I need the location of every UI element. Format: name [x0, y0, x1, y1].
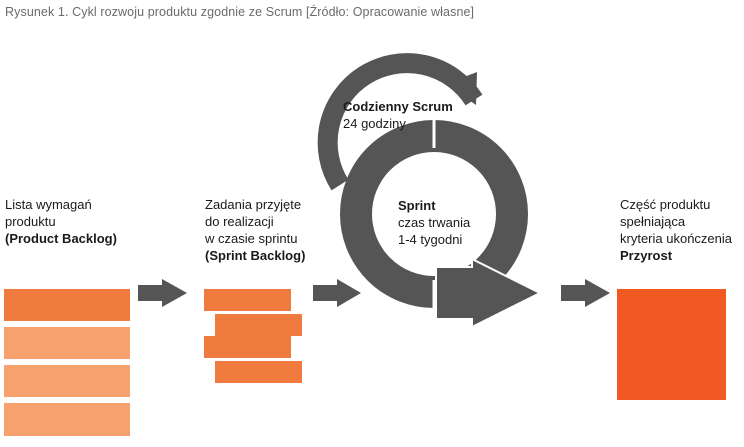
increment-line2: spełniająca: [620, 214, 686, 229]
flow-arrow-icon: [138, 279, 187, 307]
loop-arrowhead-icon: [446, 72, 477, 105]
daily-scrum-duration: 24 godziny: [343, 116, 406, 131]
backlog-item: [4, 403, 130, 436]
sprint-backlog-item: [204, 336, 291, 358]
sprint-backlog-stack: [204, 289, 302, 383]
sprint-backlog-line3: w czasie sprintu: [205, 231, 298, 246]
backlog-item: [4, 289, 130, 321]
sprint-title: Sprint: [398, 198, 436, 213]
increment-box: [617, 289, 726, 400]
sprint-backlog-item: [215, 314, 302, 336]
daily-scrum-label: Codzienny Scrum 24 godziny: [343, 98, 453, 132]
figure-caption: Rysunek 1. Cykl rozwoju produktu zgodnie…: [5, 5, 475, 19]
sprint-label: Sprint czas trwania 1-4 tygodni: [384, 197, 484, 248]
product-backlog-line1: Lista wymagań: [5, 197, 92, 212]
increment-line1: Część produktu: [620, 197, 711, 212]
sprint-ring: [340, 120, 528, 308]
product-backlog-title: (Product Backlog): [5, 231, 117, 246]
sprint-backlog-item: [215, 361, 302, 383]
sprint-backlog-line1: Zadania przyjęte: [205, 197, 302, 212]
product-backlog-line2: produktu: [5, 214, 56, 229]
sprint-backlog-line2: do realizacji: [205, 214, 274, 229]
increment-line3: kryteria ukończenia: [620, 231, 732, 246]
sprint-backlog-item: [204, 289, 291, 311]
daily-scrum-title: Codzienny Scrum: [343, 99, 453, 114]
daily-scrum-loop: [317, 53, 483, 191]
backlog-item: [4, 365, 130, 397]
flow-arrow-icon: [561, 279, 610, 307]
sprint-output-arrow-icon: [435, 257, 543, 329]
product-backlog-label: Lista wymagań produktu (Product Backlog): [5, 196, 117, 247]
increment-title: Przyrost: [620, 248, 673, 263]
product-backlog-stack: [4, 289, 130, 436]
sprint-backlog-label: Zadania przyjęte do realizacji w czasie …: [205, 196, 305, 264]
flow-arrow-icon: [313, 279, 361, 307]
increment-label: Część produktu spełniająca kryteria ukoń…: [620, 196, 732, 264]
sprint-duration-label: czas trwania: [398, 215, 471, 230]
backlog-item: [4, 327, 130, 359]
sprint-backlog-title: (Sprint Backlog): [205, 248, 306, 263]
sprint-duration-value: 1-4 tygodni: [398, 232, 463, 247]
